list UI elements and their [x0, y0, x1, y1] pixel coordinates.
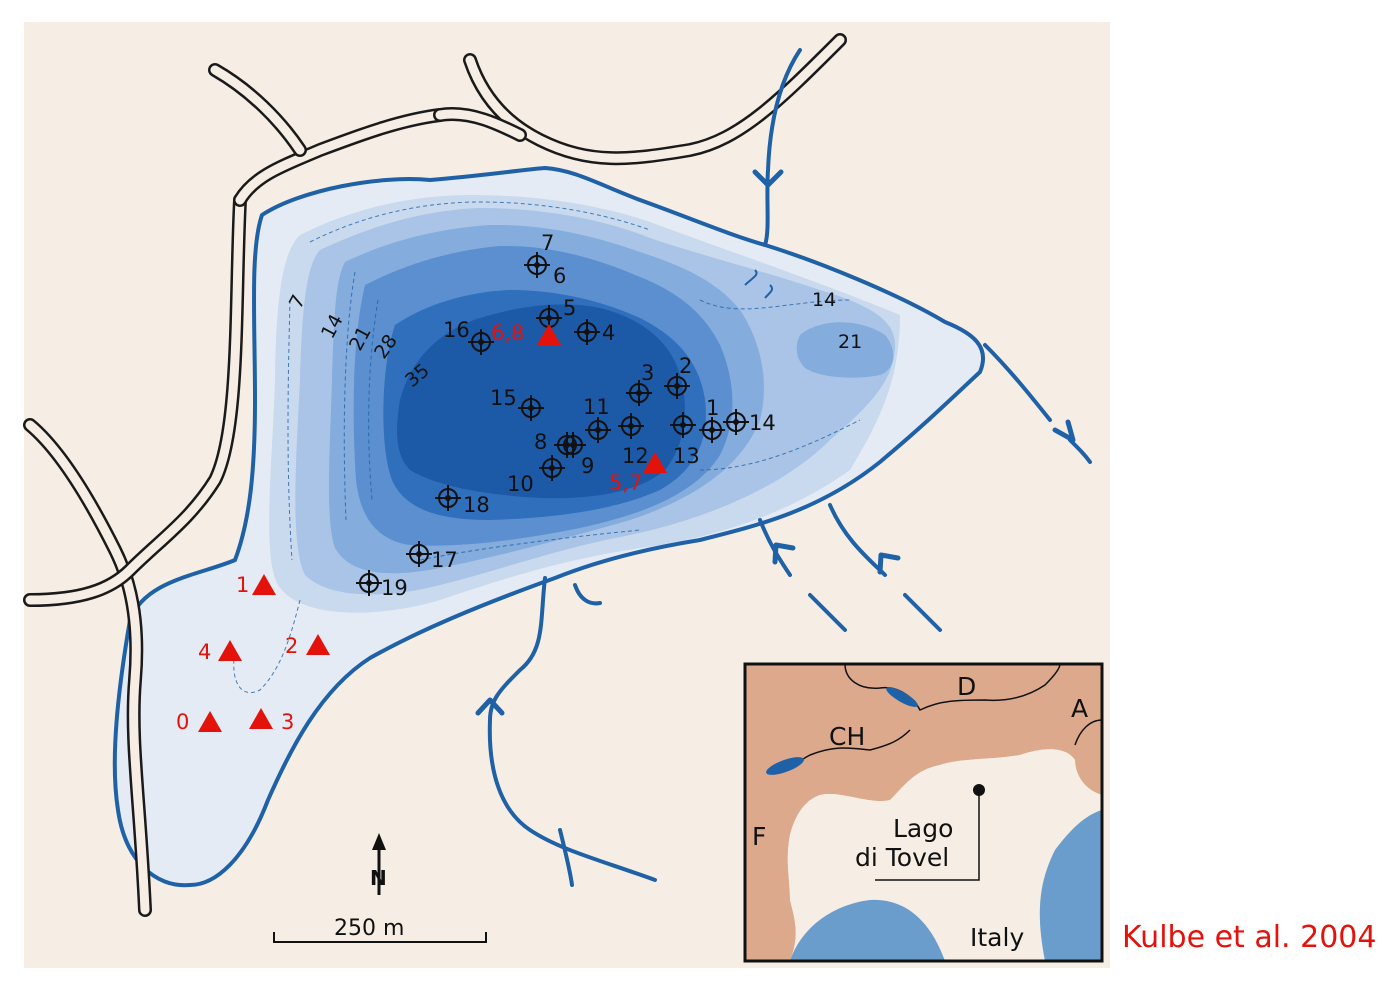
station-label: 7	[541, 231, 554, 255]
red-site-label: 6,8	[491, 321, 524, 345]
depth-label: 21	[838, 331, 862, 353]
station-label: 1	[706, 396, 719, 420]
inset-sea-east	[1039, 810, 1102, 961]
red-sampling-sites	[198, 324, 667, 732]
station-label: 4	[602, 321, 615, 345]
inset-label-ch: CH	[829, 722, 865, 751]
station-label: 17	[431, 548, 458, 572]
north-label: N	[370, 866, 387, 890]
station-label: 14	[749, 411, 776, 435]
station-label: 10	[507, 472, 534, 496]
station-label: 19	[381, 576, 408, 600]
station-label: 13	[673, 444, 700, 468]
red-triangle-icon	[252, 574, 276, 595]
red-triangle-icon	[643, 452, 667, 473]
red-site-label: 0	[176, 710, 189, 734]
station-label: 16	[443, 318, 470, 342]
red-triangle-icon	[537, 324, 561, 345]
station-label: 9	[581, 454, 594, 478]
red-triangle-icon	[249, 708, 273, 729]
depth-zone-deepest	[397, 304, 685, 499]
inset-label-f: F	[752, 822, 766, 851]
inflow-arrow-icon	[475, 169, 1076, 716]
station-label: 6	[553, 264, 566, 288]
station-label: 5	[563, 296, 576, 320]
red-triangle-icon	[306, 634, 330, 655]
scale-bar: 250 m	[273, 916, 487, 943]
red-site-label: 5,7	[609, 471, 642, 495]
red-triangle-icon	[198, 711, 222, 732]
station-label: 8	[534, 430, 547, 454]
inset-label-italy: Italy	[970, 923, 1024, 952]
east-basin	[796, 322, 894, 378]
north-arrow-icon: N	[370, 833, 387, 895]
inset-lake-label-line2: di Tovel	[855, 843, 949, 872]
red-triangle-icon	[218, 640, 242, 661]
inset-map: D A CH F Italy Lago di Tovel	[743, 662, 1104, 963]
inset-neighbor-countries	[745, 664, 1102, 961]
station-label: 3	[641, 361, 654, 385]
station-label: 11	[583, 395, 610, 419]
red-site-label: 1	[236, 573, 249, 597]
inset-sea-west	[790, 899, 945, 961]
station-label: 18	[463, 493, 490, 517]
inset-label-a: A	[1071, 694, 1088, 723]
red-site-label: 3	[281, 710, 294, 734]
station-label: 2	[679, 354, 692, 378]
red-site-label: 2	[285, 634, 298, 658]
depth-label: 14	[812, 289, 836, 311]
inset-label-d: D	[957, 672, 976, 701]
red-site-label: 4	[198, 640, 211, 664]
station-label: 12	[622, 444, 649, 468]
scale-label: 250 m	[334, 916, 404, 941]
citation: Kulbe et al. 2004	[1122, 920, 1377, 955]
station-label: 15	[490, 386, 517, 410]
inset-lake-label-line1: Lago	[893, 814, 953, 843]
